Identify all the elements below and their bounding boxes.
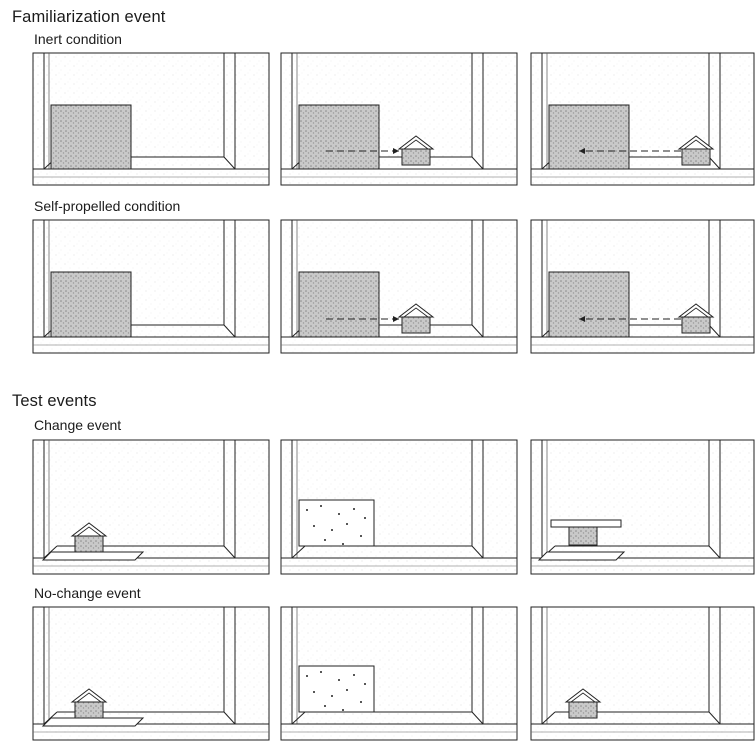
screen <box>299 272 379 337</box>
panel-row4-col1 <box>33 607 269 740</box>
panel-row2-col3 <box>531 220 754 353</box>
stage-frame <box>531 607 754 740</box>
panel-row1-col3 <box>531 53 754 185</box>
screen <box>51 105 131 169</box>
lowered-screen <box>551 520 621 527</box>
platform <box>539 552 624 560</box>
screen <box>299 105 379 169</box>
box-toy <box>682 317 710 333</box>
box-toy <box>569 702 597 718</box>
platform <box>43 552 143 560</box>
panel-row1-col1 <box>33 53 269 185</box>
screen <box>549 105 629 169</box>
panel-row2-col1 <box>33 220 269 353</box>
panel-row3-col3 <box>531 440 754 574</box>
panel-row1-col2 <box>281 53 517 185</box>
panel-row3-col2 <box>281 440 517 574</box>
panel-row3-col1 <box>33 440 269 574</box>
box-toy <box>402 317 430 333</box>
box-toy <box>569 527 597 545</box>
box-toy <box>682 149 710 165</box>
panel-row2-col2 <box>281 220 517 353</box>
screen <box>51 272 131 337</box>
panel-row4-col3 <box>531 607 754 740</box>
rotating-screen <box>299 500 374 546</box>
rotating-screen <box>299 666 374 712</box>
screen <box>549 272 629 337</box>
box-toy <box>75 536 103 552</box>
box-toy <box>402 149 430 165</box>
platform <box>43 718 143 726</box>
panel-row4-col2 <box>281 607 517 740</box>
box-toy <box>75 702 103 718</box>
